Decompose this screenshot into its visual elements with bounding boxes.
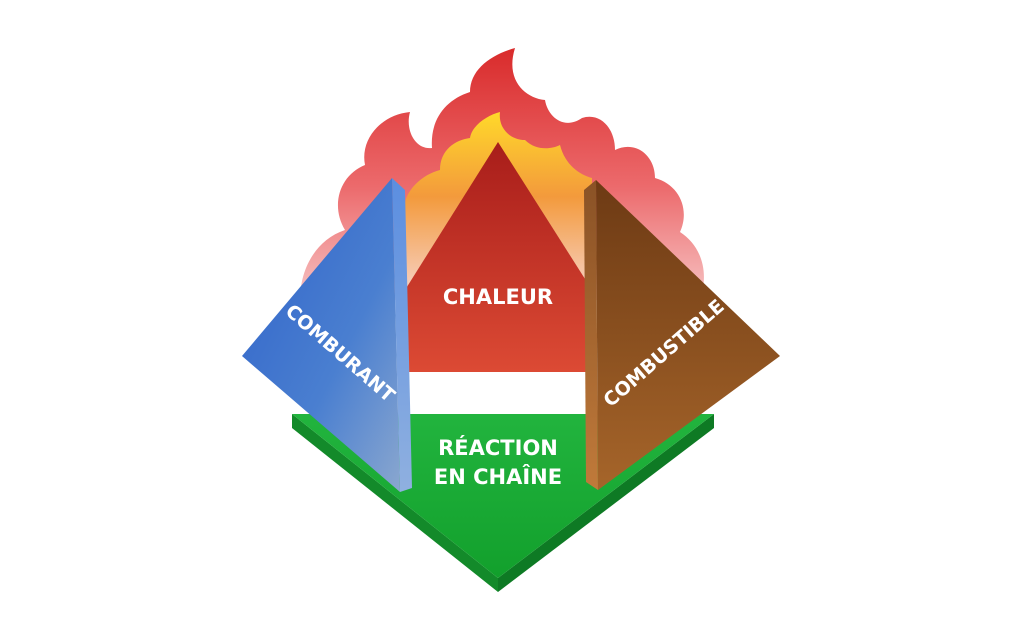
reaction-label-line1: RÉACTION (438, 435, 558, 460)
combustible-face (596, 180, 780, 490)
reaction-base-side (292, 414, 498, 592)
comburant-side-edge (392, 178, 412, 492)
chaleur-label: CHALEUR (443, 285, 553, 309)
comburant-face (242, 178, 400, 492)
chaleur-face (405, 142, 592, 372)
combustible-side-edge (584, 180, 598, 490)
reaction-base-side-right (498, 414, 714, 592)
reaction-label-line2: EN CHAÎNE (434, 464, 562, 489)
white-band (405, 372, 592, 410)
